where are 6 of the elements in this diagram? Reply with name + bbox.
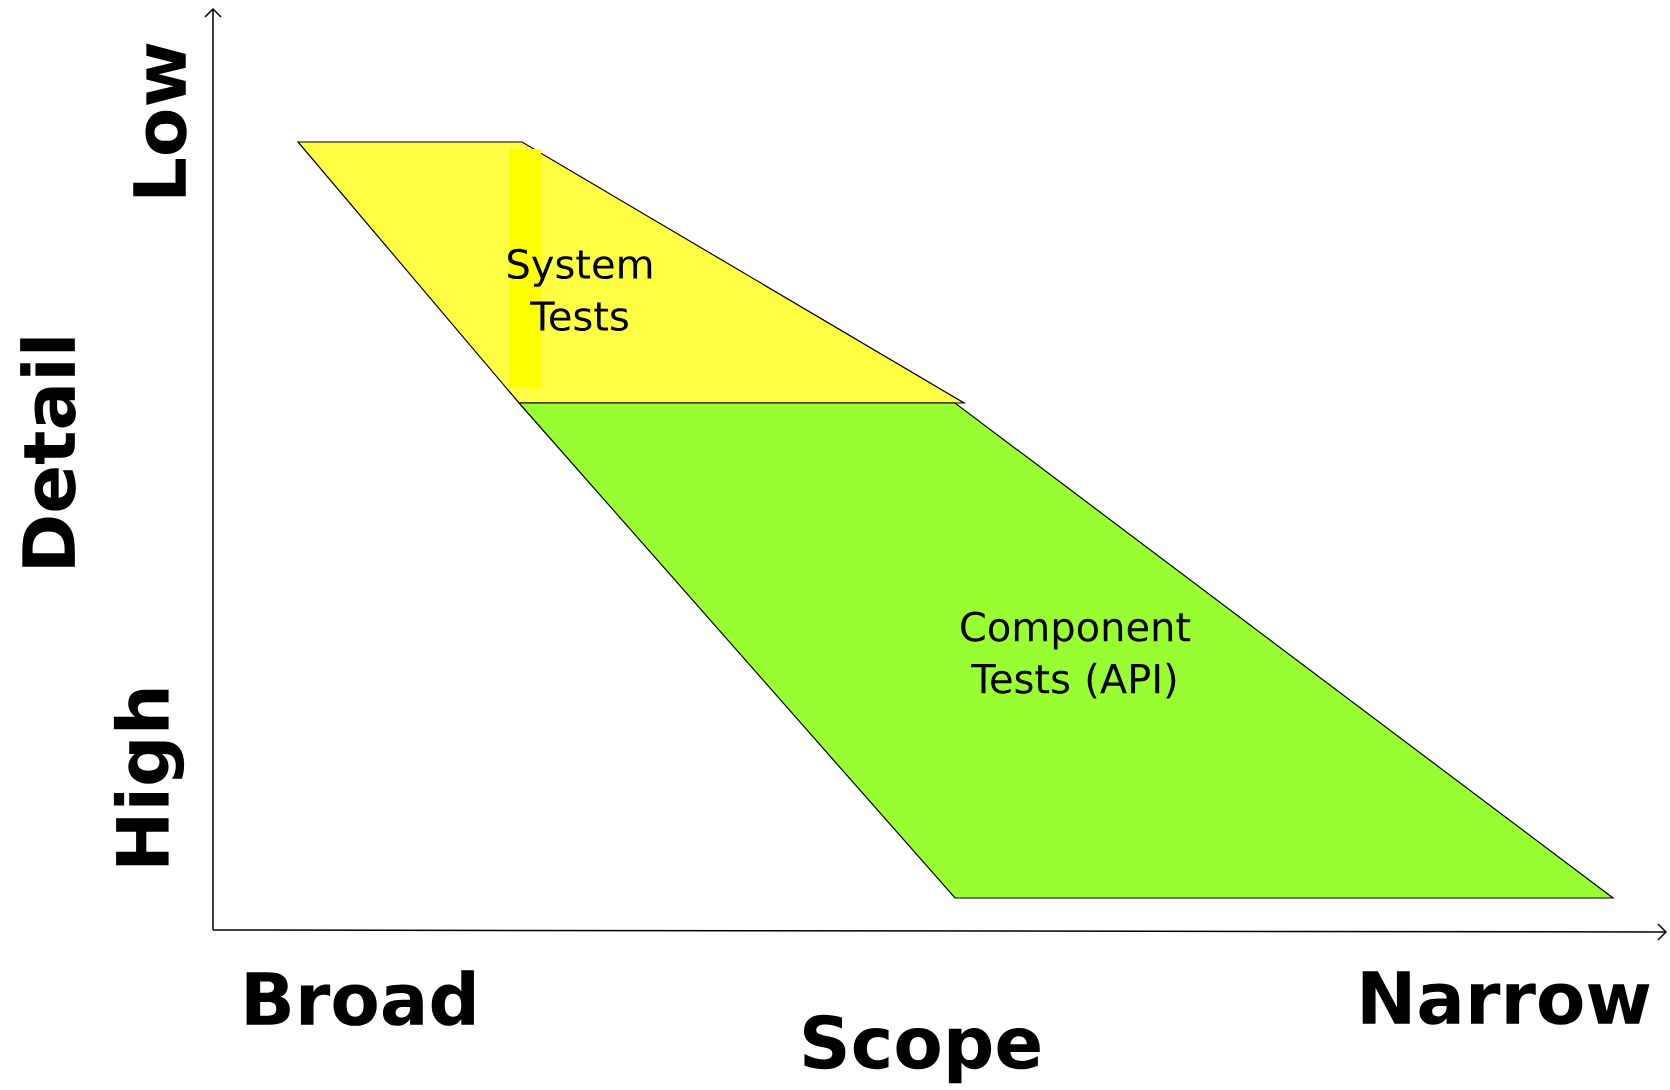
axis-label: High: [113, 689, 185, 866]
axis-title: Scope: [804, 1014, 1040, 1084]
axis-title: Detail: [20, 338, 76, 567]
axis-label: Broad: [246, 970, 474, 1026]
axis-label: Low: [133, 43, 187, 197]
axis-label: Narrow: [1362, 971, 1650, 1025]
